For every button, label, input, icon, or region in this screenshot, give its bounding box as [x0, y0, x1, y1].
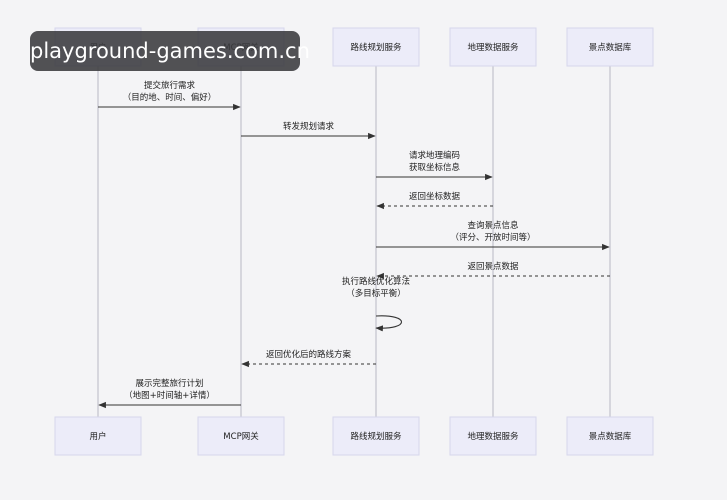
message-label-5-line-2: （评分、开放时间等）	[450, 232, 535, 243]
message-label-4-line-1: 返回坐标数据	[409, 191, 461, 202]
participant-box-poi-top	[566, 27, 654, 67]
participant-box-geo-top	[449, 27, 537, 67]
message-label-9-line-2: （地图+时间轴+详情）	[124, 390, 215, 401]
message-arrow-7	[375, 315, 403, 332]
participant-box-route-bottom	[332, 416, 420, 456]
message-label-7-line-2: （多目标平衡）	[346, 288, 406, 299]
message-label-5-line-1: 查询景点信息	[467, 220, 519, 231]
participant-label-poi-bottom: 景点数据库	[589, 431, 632, 442]
participant-label-geo-bottom: 地理数据服务	[467, 431, 519, 442]
participant-box-route-top	[332, 27, 420, 67]
message-label-2-line-1: 转发规划请求	[283, 121, 335, 132]
message-label-1-line-2: （目的地、时间、偏好）	[123, 92, 217, 103]
participant-box-user-bottom	[54, 416, 142, 456]
message-label-3-line-1: 请求地理编码	[409, 150, 460, 161]
participant-label-poi-top: 景点数据库	[589, 42, 632, 53]
participant-box-gateway-bottom	[197, 416, 285, 456]
participant-label-route-top: 路线规划服务	[350, 42, 402, 53]
message-label-6-line-1: 返回景点数据	[467, 261, 519, 272]
participant-label-user-bottom: 用户	[89, 431, 106, 442]
message-label-7-line-1: 执行路线优化算法	[342, 276, 410, 287]
participant-box-poi-bottom	[566, 416, 654, 456]
participant-label-route-bottom: 路线规划服务	[350, 431, 402, 442]
message-label-1-line-1: 提交旅行需求	[144, 80, 196, 91]
message-label-8-line-1: 返回优化后的路线方案	[266, 349, 352, 360]
participant-box-geo-bottom	[449, 416, 537, 456]
participant-label-geo-top: 地理数据服务	[467, 42, 519, 53]
watermark-banner: playground-games.com.cn	[30, 31, 310, 71]
message-label-9-line-1: 展示完整旅行计划	[135, 378, 203, 389]
message-label-3-line-2: 获取坐标信息	[409, 162, 461, 173]
participant-label-gateway-bottom: MCP网关	[223, 431, 259, 442]
